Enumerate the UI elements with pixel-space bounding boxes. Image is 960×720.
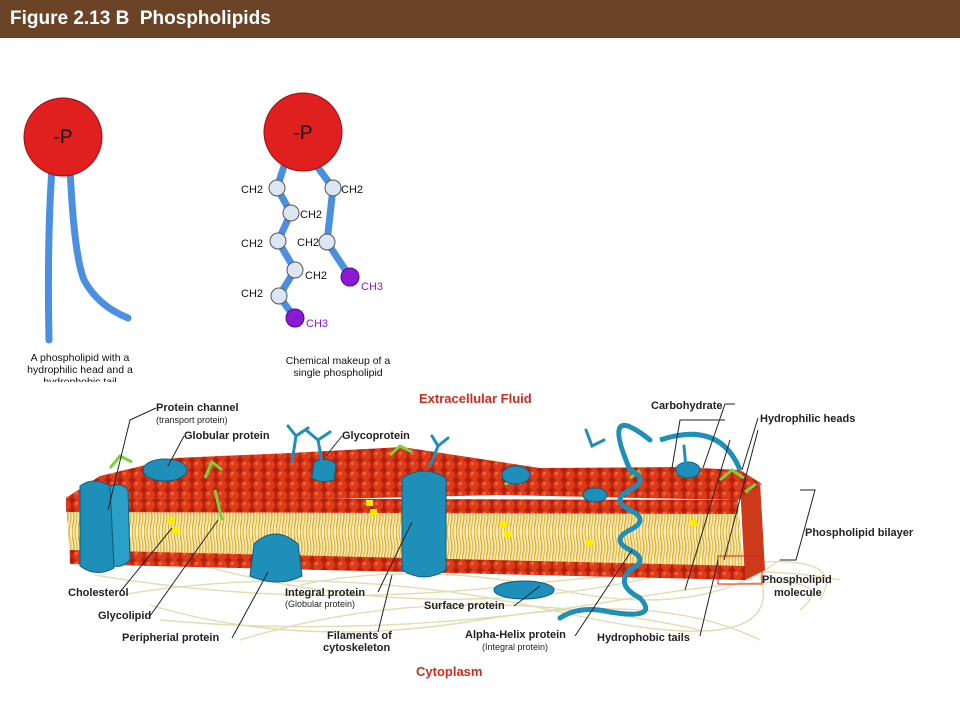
group-label: CH2 — [300, 209, 322, 221]
filaments-label-2: cytoskeleton — [323, 642, 391, 654]
cell-membrane — [66, 423, 841, 641]
slide-title: Figure 2.13 B Phospholipids — [10, 8, 271, 29]
simple-phospholipid: -P — [23, 97, 132, 344]
phospholipid-molecule-box — [717, 555, 763, 585]
hydrophilic-head — [23, 97, 103, 177]
terminal-label: CH3 — [306, 318, 328, 330]
head-label: -P — [54, 127, 73, 148]
cytoplasm-label: Cytoplasm — [416, 664, 482, 679]
cholesterol-label: Cholesterol — [68, 587, 129, 599]
phospholipid-bilayer-label: Phospholipid bilayer — [805, 527, 914, 539]
terminal-label: CH3 — [361, 281, 383, 293]
chemical-phospholipid-caption: Chemical makeup of a single phospholipid — [285, 355, 391, 379]
alpha-helix-protein — [557, 423, 653, 621]
protein-channel — [79, 480, 115, 573]
alpha-helix-label: Alpha-Helix protein — [465, 629, 566, 641]
protein-channel-sub-label: (transport protein) — [156, 415, 228, 425]
hydrophobic-tails-label: Hydrophobic tails — [597, 632, 690, 644]
chemical-phospholipid: -P CH2 CH2 CH2 CH2 CH2 CH2 CH2 CH3 CH3 — [241, 92, 383, 330]
phospholipid-diagram: -P -P CH2 CH2 CH2 CH2 CH2 CH2 CH2 CH3 CH… — [23, 92, 914, 679]
peripheral-protein-label: Peripherial protein — [122, 632, 219, 644]
carbon-atom — [269, 232, 287, 250]
group-label: CH2 — [305, 270, 327, 282]
methyl-atom — [285, 308, 305, 328]
integral-protein-label: Integral protein — [285, 587, 365, 599]
extracellular-fluid-label: Extracellular Fluid — [419, 391, 532, 406]
group-label: CH2 — [241, 184, 263, 196]
carbon-atom — [286, 261, 304, 279]
globular-protein-label: Globular protein — [184, 430, 270, 442]
leader-lines — [107, 403, 816, 639]
peripheral-protein — [249, 533, 303, 583]
globular-protein — [142, 458, 188, 482]
protein-channel-label: Protein channel — [156, 402, 239, 414]
integral-protein — [401, 470, 447, 578]
methyl-atom — [340, 267, 360, 287]
hydrophilic-heads-label: Hydrophilic heads — [760, 413, 855, 425]
simple-phospholipid-caption: A phospholipid with a hydrophilic head a… — [27, 352, 133, 382]
group-label: CH2 — [241, 238, 263, 250]
glycoprotein-label: Glycoprotein — [342, 430, 410, 442]
group-label: CH2 — [341, 184, 363, 196]
chain-right — [313, 162, 353, 279]
carbon-atom — [268, 179, 286, 197]
filaments-label-1: Filaments of — [327, 630, 392, 642]
carbon-atom — [270, 287, 288, 305]
carbon-atom — [324, 179, 342, 197]
tail-right — [66, 164, 132, 322]
chemical-head-label: -P — [294, 123, 313, 144]
chemical-head — [263, 92, 343, 172]
glycoprotein-branches — [286, 424, 688, 470]
surface-protein-label: Surface protein — [424, 600, 505, 612]
phospholipid-molecule-label-2: molecule — [774, 587, 822, 599]
carbon-atom — [318, 233, 336, 251]
surface-protein — [493, 580, 555, 600]
tail-left — [44, 164, 56, 344]
proteins — [79, 458, 701, 600]
glycoprotein-body — [311, 458, 337, 483]
membrane-right-face — [740, 482, 765, 580]
membrane-labels: Extracellular Fluid Cytoplasm Protein ch… — [68, 391, 914, 679]
integral-protein-sub-label: (Globular protein) — [285, 599, 355, 609]
group-label: CH2 — [297, 237, 319, 249]
carbon-atom — [282, 204, 300, 222]
cholesterol-molecules — [168, 500, 697, 546]
title-bar: Figure 2.13 B Phospholipids — [0, 0, 960, 38]
phospholipid-molecule-label-1: Phospholipid — [762, 574, 832, 586]
glycolipid-label: Glycolipid — [98, 610, 151, 622]
alpha-helix-sub-label: (Integral protein) — [482, 642, 548, 652]
group-label: CH2 — [241, 288, 263, 300]
carbohydrate-label: Carbohydrate — [651, 400, 723, 412]
